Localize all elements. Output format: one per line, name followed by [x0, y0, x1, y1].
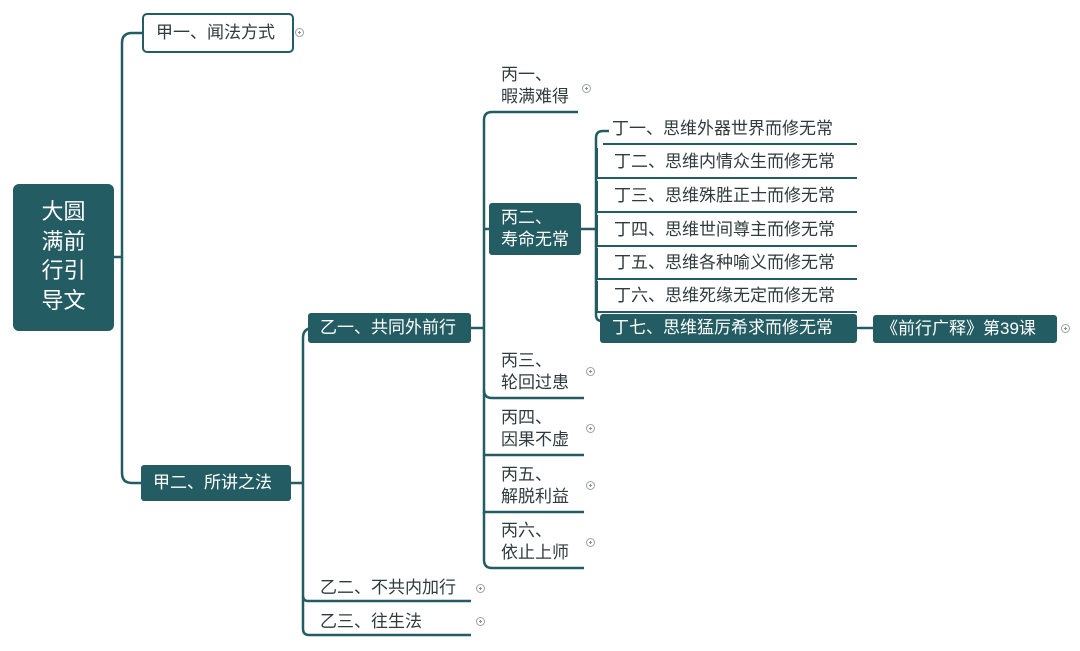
ding2-node[interactable]: 丁二、思维内情众生而修无常: [596, 148, 857, 179]
ding7-label: 丁七、思维猛厉希求而修无常: [612, 318, 833, 338]
bing1-node[interactable]: 丙一、 暇满难得: [492, 64, 578, 112]
root-line-4: 导文: [41, 288, 86, 314]
bing5-line-1: 丙五、: [501, 465, 552, 484]
connector-bing6: [482, 512, 584, 570]
bing4-line-1: 丙四、: [501, 408, 552, 427]
ding3-label: 丁三、思维殊胜正士而修无常: [614, 185, 835, 205]
ding1-node[interactable]: 丁一、思维外器世界而修无常: [603, 116, 857, 145]
ding6-node[interactable]: 丁六、思维死缘无定而修无常: [596, 281, 857, 313]
root-line-2: 满前: [41, 228, 86, 254]
ding4-node[interactable]: 丁四、思维世间尊主而修无常: [596, 215, 857, 247]
bing1-line-2: 暇满难得: [501, 87, 569, 107]
yi1-node[interactable]: 乙一、共同外前行: [308, 313, 471, 343]
bing3-node[interactable]: 丙三、 轮回过患: [492, 350, 584, 398]
expand-toggle-icon[interactable]: [582, 84, 591, 93]
yi3-node[interactable]: 乙三、往生法: [309, 609, 471, 635]
bing1-line-1: 丙一、: [501, 65, 552, 84]
yi2-label: 乙二、不共内加行: [320, 578, 456, 598]
expand-toggle-icon[interactable]: [295, 28, 304, 37]
expand-toggle-icon[interactable]: [476, 584, 485, 593]
bing6-line-2: 依止上师: [501, 543, 569, 563]
bing6-line-1: 丙六、: [501, 521, 552, 540]
connector-ding1: [594, 129, 609, 229]
bing6-node[interactable]: 丙六、 依止上师: [492, 520, 584, 568]
ding6-label: 丁六、思维死缘无定而修无常: [614, 285, 835, 305]
bing4-node[interactable]: 丙四、 因果不虚: [492, 407, 584, 455]
ding5-node[interactable]: 丁五、思维各种喻义而修无常: [596, 248, 857, 280]
expand-toggle-icon[interactable]: [476, 617, 485, 626]
connector-jia2: [120, 257, 141, 485]
reference-label: 《前行广释》第39课: [881, 318, 1036, 338]
bing3-line-2: 轮回过患: [501, 373, 569, 393]
expand-toggle-icon[interactable]: [586, 424, 595, 433]
expand-toggle-icon[interactable]: [1061, 324, 1070, 333]
bing2-line-2: 寿命无常: [501, 230, 569, 250]
jia2-node[interactable]: 甲二、所讲之法: [141, 465, 291, 501]
bing5-line-2: 解脱利益: [501, 487, 569, 507]
bing4-line-2: 因果不虚: [501, 430, 569, 450]
connector-yi1: [301, 326, 314, 483]
root-line-1: 大圆: [41, 199, 86, 224]
expand-toggle-icon[interactable]: [586, 481, 595, 490]
bing5-node[interactable]: 丙五、 解脱利益: [492, 464, 584, 512]
connector-jia1: [114, 31, 143, 259]
ding2-label: 丁二、思维内情众生而修无常: [614, 152, 835, 172]
ding1-label: 丁一、思维外器世界而修无常: [612, 119, 833, 139]
yi1-label: 乙一、共同外前行: [320, 317, 456, 337]
ding4-label: 丁四、思维世间尊主而修无常: [614, 219, 835, 239]
root-node[interactable]: 大圆 满前 行引 导文: [13, 184, 114, 331]
bing3-line-1: 丙三、: [501, 351, 552, 370]
yi2-node[interactable]: 乙二、不共内加行: [309, 576, 471, 601]
ding3-node[interactable]: 丁三、思维殊胜正士而修无常: [596, 181, 857, 213]
root-line-3: 行引: [41, 258, 86, 284]
bing2-node[interactable]: 丙二、 寿命无常: [489, 203, 581, 255]
ding7-node[interactable]: 丁七、思维猛厉希求而修无常: [600, 314, 857, 343]
connector-bing1: [482, 110, 578, 328]
expand-toggle-icon[interactable]: [586, 367, 595, 376]
yi3-label: 乙三、往生法: [320, 611, 422, 631]
jia2-label: 甲二、所讲之法: [153, 472, 272, 492]
bing2-line-1: 丙二、: [501, 208, 552, 227]
jia1-label: 甲一、闻法方式: [156, 22, 275, 42]
reference-node[interactable]: 《前行广释》第39课: [873, 315, 1057, 343]
expand-toggle-icon[interactable]: [586, 538, 595, 547]
connector-yi3: [301, 596, 471, 637]
jia1-node[interactable]: 甲一、闻法方式: [142, 13, 294, 53]
ding5-label: 丁五、思维各种喻义而修无常: [614, 252, 835, 272]
